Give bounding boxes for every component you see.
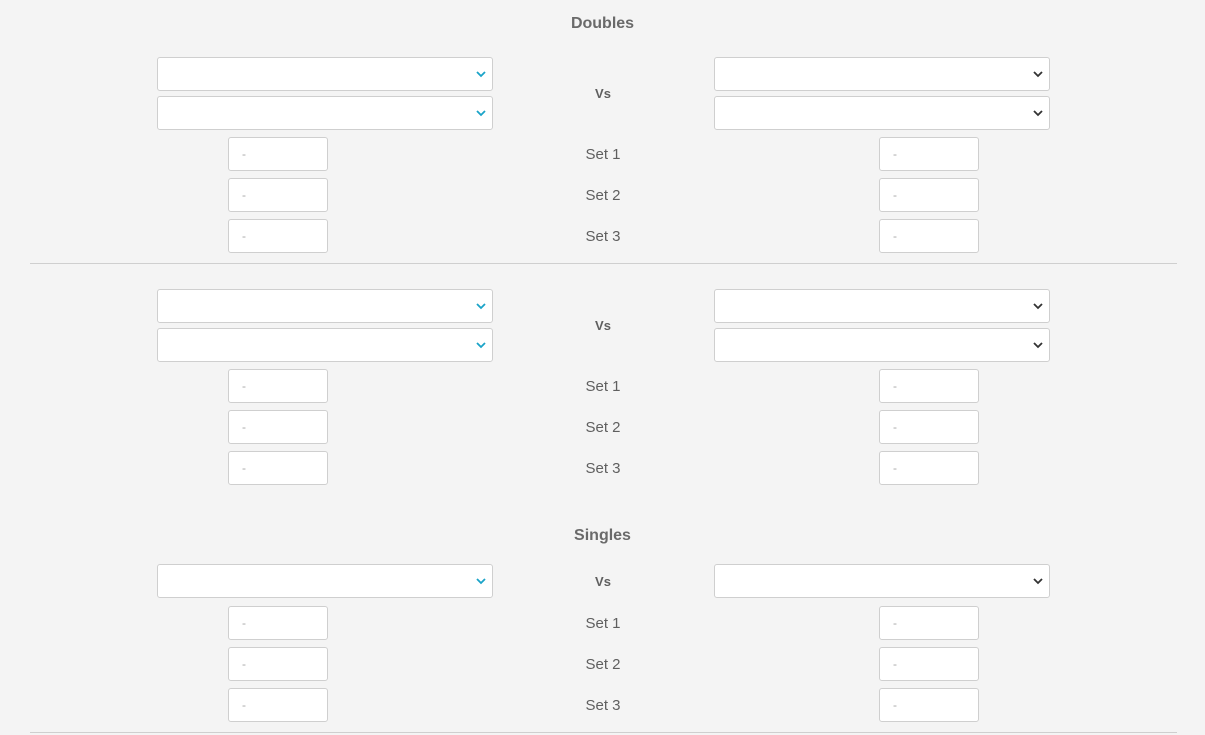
set-2-label: Set 2 [585,187,621,204]
singles-away-player-select[interactable] [714,564,1050,598]
singles-home-set-1-input[interactable] [228,606,328,640]
doubles-1-home-set-2-input[interactable] [228,178,328,212]
doubles-1-home-player-2-select[interactable] [157,96,493,130]
chevron-down-icon [1033,71,1043,78]
doubles-2-away-set-3-input[interactable] [879,451,979,485]
doubles-2-away-player-1-select[interactable] [714,289,1050,323]
chevron-down-icon [476,71,486,78]
doubles-1-away-player-2-select[interactable] [714,96,1050,130]
doubles-2-home-player-2-select[interactable] [157,328,493,362]
match-divider [30,732,1177,733]
set-1-label: Set 1 [585,378,621,395]
singles-home-set-3-input[interactable] [228,688,328,722]
singles-away-set-2-input[interactable] [879,647,979,681]
doubles-2-home-set-1-input[interactable] [228,369,328,403]
chevron-down-icon [1033,342,1043,349]
doubles-2-away-player-2-select[interactable] [714,328,1050,362]
doubles-1-away-set-2-input[interactable] [879,178,979,212]
singles-home-player-select[interactable] [157,564,493,598]
doubles-1-away-set-1-input[interactable] [879,137,979,171]
doubles-2-away-set-2-input[interactable] [879,410,979,444]
vs-label: Vs [595,86,611,101]
set-1-label: Set 1 [585,146,621,163]
set-3-label: Set 3 [585,697,621,714]
set-2-label: Set 2 [585,419,621,436]
set-2-label: Set 2 [585,656,621,673]
doubles-2-home-set-2-input[interactable] [228,410,328,444]
doubles-1-home-set-1-input[interactable] [228,137,328,171]
chevron-down-icon [1033,110,1043,117]
doubles-1-home-player-1-select[interactable] [157,57,493,91]
singles-title: Singles [574,527,631,544]
chevron-down-icon [476,342,486,349]
set-3-label: Set 3 [585,228,621,245]
doubles-title: Doubles [570,15,635,32]
set-3-label: Set 3 [585,460,621,477]
vs-label: Vs [595,318,611,333]
match-divider [30,263,1177,264]
doubles-2-away-set-1-input[interactable] [879,369,979,403]
doubles-2-home-player-1-select[interactable] [157,289,493,323]
singles-away-set-1-input[interactable] [879,606,979,640]
doubles-2-home-set-3-input[interactable] [228,451,328,485]
set-1-label: Set 1 [585,615,621,632]
chevron-down-icon [1033,303,1043,310]
vs-label: Vs [595,574,611,589]
singles-home-set-2-input[interactable] [228,647,328,681]
singles-away-set-3-input[interactable] [879,688,979,722]
chevron-down-icon [1033,578,1043,585]
doubles-1-away-set-3-input[interactable] [879,219,979,253]
doubles-1-home-set-3-input[interactable] [228,219,328,253]
chevron-down-icon [476,578,486,585]
chevron-down-icon [476,303,486,310]
doubles-1-away-player-1-select[interactable] [714,57,1050,91]
chevron-down-icon [476,110,486,117]
